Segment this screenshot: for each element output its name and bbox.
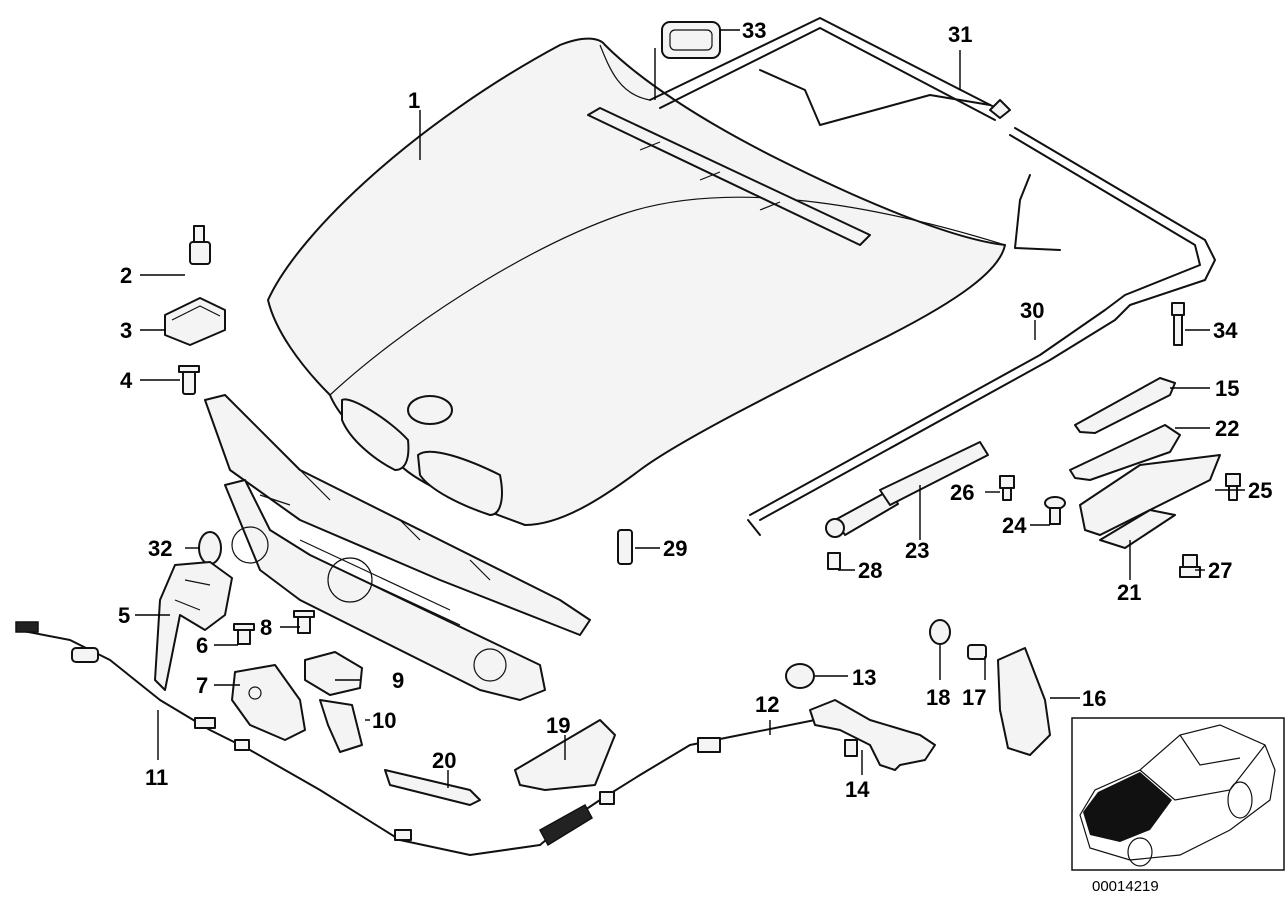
grommet-part-13 [785,663,815,689]
callout-19: 19 [546,713,570,738]
release-cable-part-12 [538,719,816,847]
leader-lines [135,29,1245,788]
hinge-part-5 [154,561,233,691]
callout-27: 27 [1208,558,1232,583]
callout-17: 17 [962,685,986,710]
callout-24: 24 [1002,513,1027,538]
seal-strip-end [747,519,761,536]
clip-part-18 [929,619,951,645]
diagram-code: 00014219 [1092,878,1159,895]
ball-stud-part-28 [827,552,841,570]
callout-23: 23 [905,538,929,563]
callout-32: 32 [148,536,172,561]
cover-part-10 [319,699,363,753]
callout-20: 20 [432,748,456,773]
bolt-part-8 [293,610,315,634]
grommet-part-32 [198,531,222,565]
car-location-inset [1071,717,1285,871]
seal-strip-part-20 [384,769,481,806]
hood-part [267,37,1006,526]
bolt-part-4 [178,365,200,395]
hinge-part-15 [1074,377,1176,434]
cover-part-16 [997,647,1051,756]
callout-21: 21 [1117,580,1141,605]
callout-11: 11 [145,765,168,790]
lock-part-7 [231,664,306,741]
callout-16: 16 [1082,686,1106,711]
hood-seal-frame [649,17,1216,521]
callout-7: 7 [196,673,208,698]
clip-part-2 [189,225,211,265]
callout-28: 28 [858,558,882,583]
callout-2: 2 [120,263,132,288]
callout-33: 33 [742,18,766,43]
callout-4: 4 [120,368,133,393]
callout-15: 15 [1215,376,1239,401]
bolt-part-26 [999,475,1015,501]
handle-part-14 [809,699,936,771]
buffer-part-29 [617,529,633,565]
release-cable-part-11 [15,621,541,856]
callout-6: 6 [196,633,208,658]
gas-strut-part-23 [825,441,989,538]
callout-13: 13 [852,665,876,690]
stud-part-34 [1171,302,1185,346]
bolt-part-24 [1044,496,1066,525]
callouts: 1 2 3 4 5 6 7 8 9 10 11 12 13 14 15 16 1… [118,18,1272,802]
callout-30: 30 [1020,298,1044,323]
hinge-part-21 [1079,454,1221,549]
callout-29: 29 [663,536,687,561]
front-support-frame [204,394,591,701]
callout-12: 12 [755,692,779,717]
callout-1: 1 [408,88,420,113]
callout-31: 31 [948,22,972,47]
stop-part-3 [164,297,226,346]
bolt-part-25 [1225,473,1241,501]
callout-22: 22 [1215,416,1239,441]
callout-14: 14 [845,777,870,802]
callout-25: 25 [1248,478,1272,503]
callout-9: 9 [392,668,404,693]
callout-34: 34 [1213,318,1238,343]
callout-3: 3 [120,318,132,343]
hinge-part-22 [1069,424,1181,481]
bolt-part-17 [967,644,987,660]
seal-clip [661,21,721,59]
callout-26: 26 [950,480,974,505]
bracket-part-9 [304,651,363,696]
callout-5: 5 [118,603,130,628]
callout-10: 10 [372,708,396,733]
highlighted-hood-area [1083,772,1172,842]
bolt-part-6 [233,623,255,645]
callout-18: 18 [926,685,950,710]
bolt-part-27 [1179,554,1201,578]
callout-8: 8 [260,615,272,640]
